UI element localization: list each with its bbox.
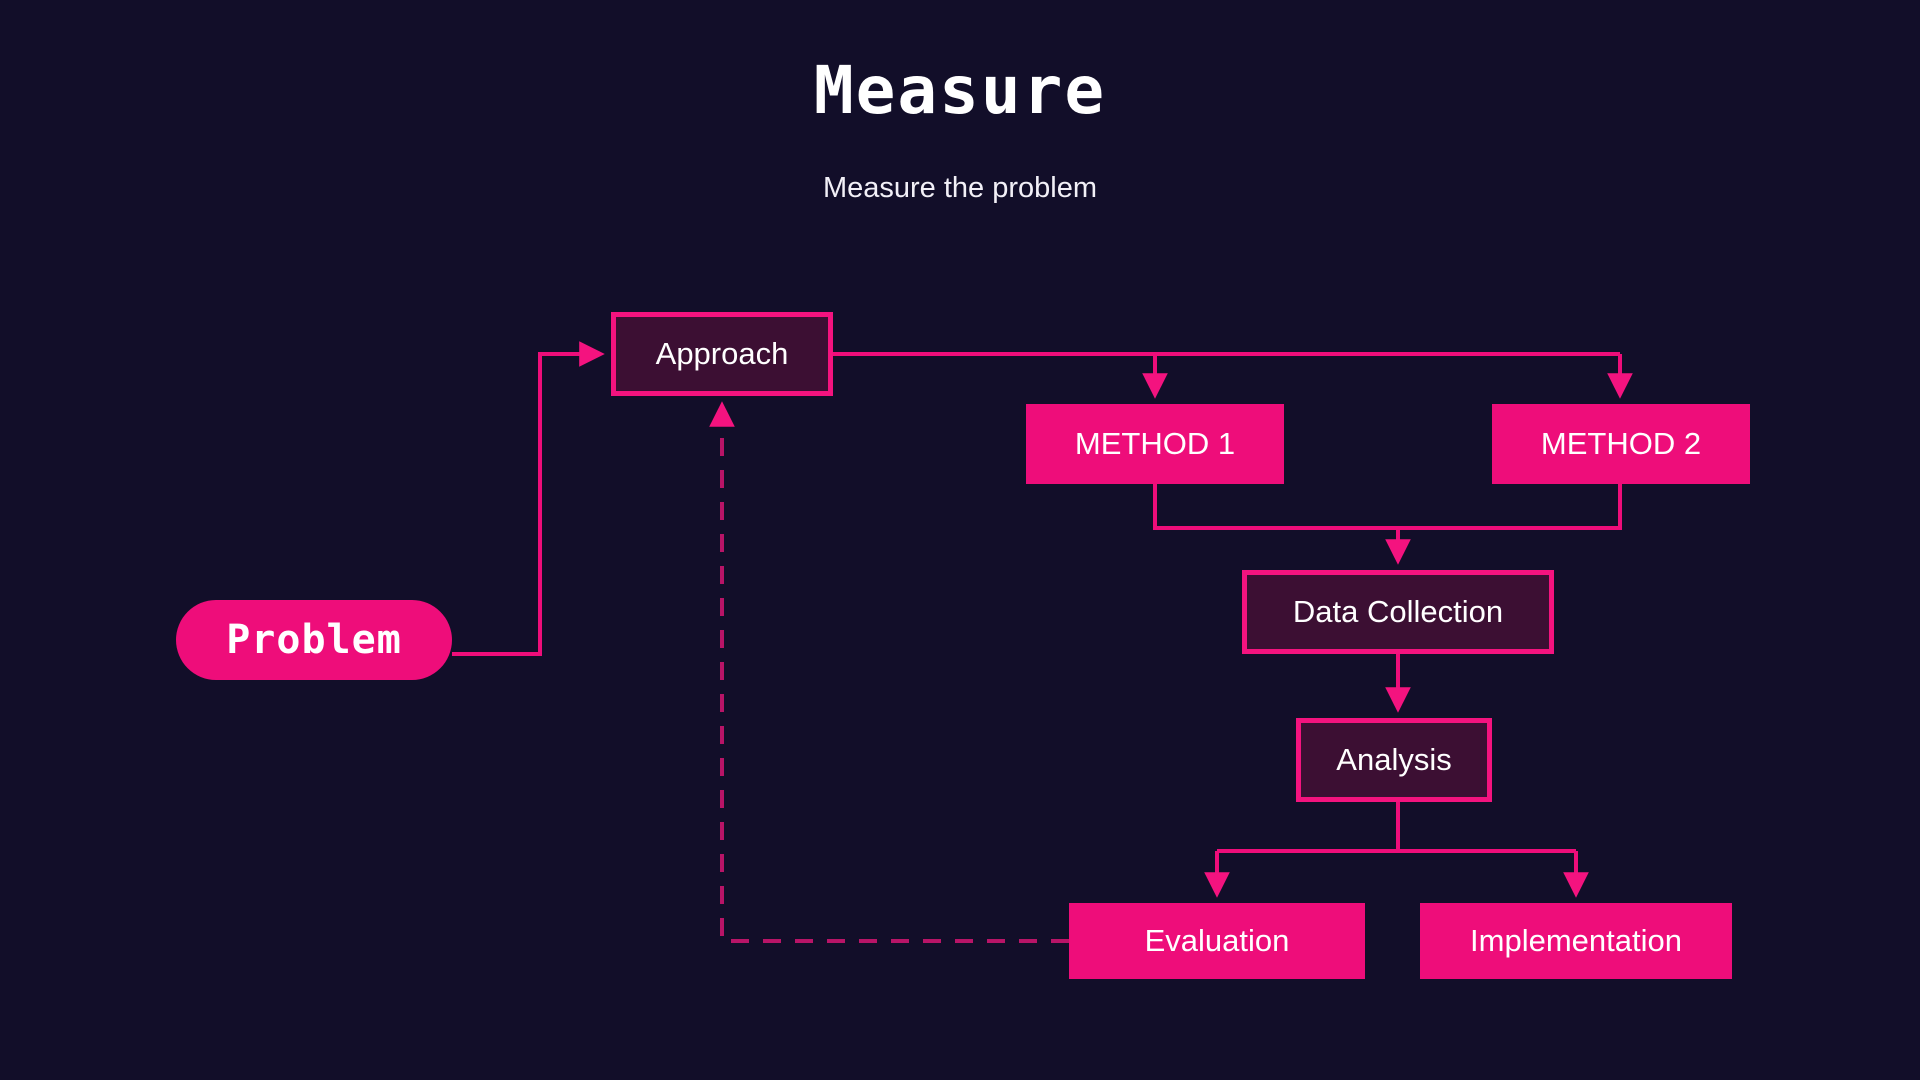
node-approach[interactable]: Approach bbox=[611, 312, 833, 396]
node-approach-label: Approach bbox=[655, 335, 789, 371]
node-problem[interactable]: Problem bbox=[176, 600, 452, 680]
node-analysis[interactable]: Analysis bbox=[1296, 718, 1492, 802]
node-data-collection-label: Data Collection bbox=[1292, 593, 1504, 629]
page-title: Measure bbox=[813, 52, 1107, 129]
node-method-1-label: METHOD 1 bbox=[1074, 425, 1236, 461]
node-method-1[interactable]: METHOD 1 bbox=[1026, 404, 1284, 484]
node-method-2[interactable]: METHOD 2 bbox=[1492, 404, 1750, 484]
edge-evaluation-to-approach-feedback bbox=[709, 401, 1069, 943]
page-subtitle: Measure the problem bbox=[822, 172, 1098, 204]
node-implementation[interactable]: Implementation bbox=[1420, 903, 1732, 979]
edge-method-1-to-merge bbox=[1153, 484, 1622, 530]
edge-analysis-split-bus bbox=[1217, 802, 1576, 853]
node-implementation-label: Implementation bbox=[1470, 922, 1682, 958]
node-method-2-label: METHOD 2 bbox=[1540, 425, 1702, 461]
node-data-collection[interactable]: Data Collection bbox=[1242, 570, 1554, 654]
node-problem-label: Problem bbox=[226, 617, 402, 663]
edge-problem-to-approach bbox=[452, 341, 605, 656]
node-analysis-label: Analysis bbox=[1336, 741, 1452, 777]
node-evaluation-label: Evaluation bbox=[1144, 922, 1290, 958]
node-evaluation[interactable]: Evaluation bbox=[1069, 903, 1365, 979]
